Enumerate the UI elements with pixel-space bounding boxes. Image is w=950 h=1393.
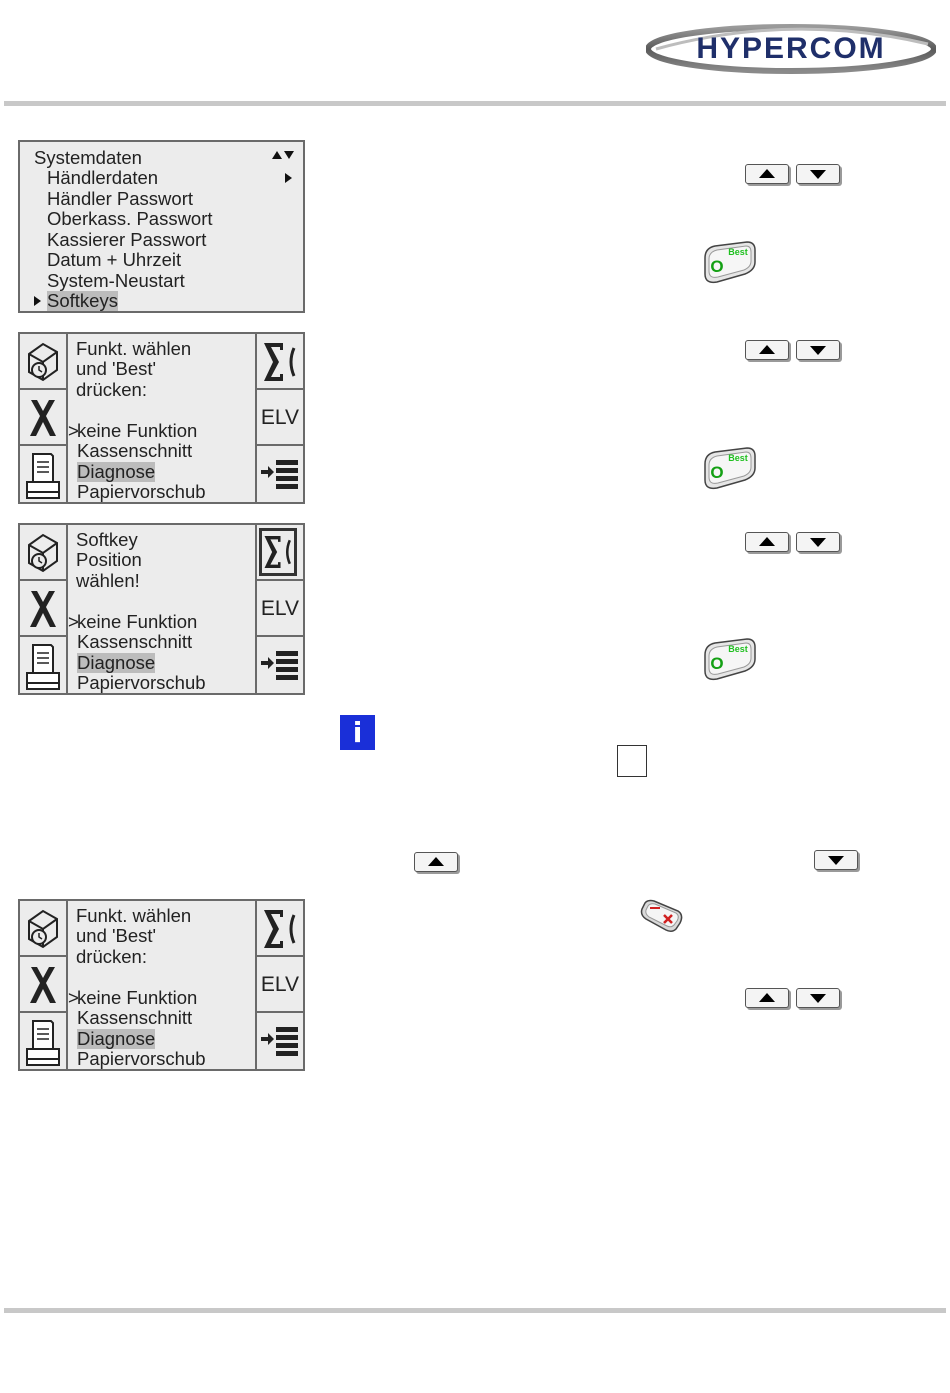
paper-feed-icon — [261, 460, 298, 489]
menu-item[interactable]: Händlerdaten — [47, 167, 159, 188]
terminal-icon — [28, 909, 58, 949]
best-symbol: O — [710, 463, 723, 482]
best-label: Best — [728, 247, 748, 257]
submenu-arrow-icon — [285, 173, 292, 183]
sum-sigma-icon — [264, 343, 296, 381]
best-confirm-key[interactable]: Best O — [701, 637, 757, 683]
hypercom-logo: HYPERCOM — [646, 24, 936, 74]
arrow-down-icon — [810, 170, 826, 179]
paper-feed-icon — [261, 651, 298, 680]
arrow-up-icon — [759, 993, 775, 1002]
elv-label: ELV — [260, 973, 300, 996]
arrow-down-key[interactable] — [796, 988, 840, 1008]
option-cursor-icon: > — [68, 987, 79, 1008]
option-item[interactable]: Kassenschnitt — [77, 1007, 193, 1028]
option-item[interactable]: Kassenschnitt — [77, 631, 193, 652]
prompt-line: und 'Best' — [76, 358, 157, 379]
best-label: Best — [728, 644, 748, 654]
terminal-icon — [28, 533, 58, 573]
prompt-line: wählen! — [76, 570, 140, 591]
menu-item[interactable]: Oberkass. Passwort — [47, 208, 213, 229]
sum-sigma-icon — [264, 536, 291, 568]
elv-label: ELV — [260, 597, 300, 620]
softkey-placeholder-box — [617, 745, 647, 777]
arrow-down-icon — [810, 538, 826, 547]
cancel-x-icon — [30, 591, 56, 627]
prompt-line: Position — [76, 549, 142, 570]
cancel-x-icon — [30, 400, 56, 436]
option-item-selected[interactable]: Diagnose — [77, 652, 156, 673]
arrow-up-key[interactable] — [745, 340, 789, 360]
sum-sigma-icon — [264, 910, 296, 948]
receipt-printer-icon — [26, 1020, 60, 1066]
logo-text: HYPERCOM — [696, 32, 885, 65]
prompt-line: Funkt. wählen — [76, 905, 192, 926]
arrow-down-icon — [810, 994, 826, 1003]
menu-item-selected[interactable]: Softkeys — [47, 290, 118, 311]
arrow-up-key[interactable] — [745, 988, 789, 1008]
lcd-softkey-function-select: Funkt. wählen und 'Best' drücken: > kein… — [18, 332, 305, 504]
prompt-line: Funkt. wählen — [76, 338, 192, 359]
cancel-x-icon — [663, 914, 673, 924]
arrow-up-key[interactable] — [414, 852, 458, 872]
cancel-key[interactable] — [640, 895, 684, 935]
receipt-printer-icon — [26, 644, 60, 690]
menu-item[interactable]: Datum + Uhrzeit — [47, 249, 182, 270]
prompt-line: drücken: — [76, 946, 147, 967]
best-symbol: O — [710, 257, 723, 276]
option-item[interactable]: keine Funktion — [77, 420, 198, 441]
arrow-up-icon — [759, 537, 775, 546]
info-icon: i — [340, 715, 375, 750]
option-item[interactable]: keine Funktion — [77, 611, 198, 632]
option-item[interactable]: keine Funktion — [77, 987, 198, 1008]
option-cursor-icon: > — [68, 611, 79, 632]
selected-softkey-frame[interactable] — [259, 528, 297, 576]
lcd-systemdaten-menu: Systemdaten Händlerdaten Händler Passwor… — [18, 140, 305, 313]
terminal-icon — [28, 342, 58, 382]
arrow-up-icon — [759, 345, 775, 354]
receipt-printer-icon — [26, 453, 60, 499]
prompt-line: drücken: — [76, 379, 147, 400]
arrow-down-key[interactable] — [814, 850, 858, 870]
lcd-softkey-function-select-2: Funkt. wählen und 'Best' drücken: > kein… — [18, 899, 305, 1071]
arrow-up-icon — [759, 169, 775, 178]
scroll-up-down-icon — [272, 151, 294, 159]
arrow-down-key[interactable] — [796, 340, 840, 360]
arrow-down-icon — [828, 856, 844, 865]
best-confirm-key[interactable]: Best O — [701, 446, 757, 492]
menu-item[interactable]: Händler Passwort — [47, 188, 194, 209]
arrow-down-key[interactable] — [796, 164, 840, 184]
option-item-selected[interactable]: Diagnose — [77, 1028, 156, 1049]
arrow-down-icon — [810, 346, 826, 355]
lcd-softkey-position-select: Softkey Position wählen! > keine Funktio… — [18, 523, 305, 695]
option-item[interactable]: Papiervorschub — [77, 1048, 206, 1069]
arrow-down-key[interactable] — [796, 532, 840, 552]
menu-item[interactable]: System-Neustart — [47, 270, 185, 291]
option-item[interactable]: Papiervorschub — [77, 672, 206, 693]
arrow-up-icon — [428, 857, 444, 866]
menu-title: Systemdaten — [34, 147, 142, 168]
bottom-rule — [4, 1308, 946, 1313]
option-item-selected[interactable]: Diagnose — [77, 461, 156, 482]
selection-cursor-icon — [34, 296, 41, 306]
best-confirm-key[interactable]: Best O — [701, 240, 757, 286]
best-label: Best — [728, 453, 748, 463]
option-cursor-icon: > — [68, 420, 79, 441]
elv-label: ELV — [260, 406, 300, 429]
best-symbol: O — [710, 654, 723, 673]
arrow-up-key[interactable] — [745, 164, 789, 184]
prompt-line: Softkey — [76, 529, 138, 550]
prompt-line: und 'Best' — [76, 925, 157, 946]
option-item[interactable]: Kassenschnitt — [77, 440, 193, 461]
arrow-up-key[interactable] — [745, 532, 789, 552]
paper-feed-icon — [261, 1027, 298, 1056]
cancel-x-icon — [30, 967, 56, 1003]
menu-item[interactable]: Kassierer Passwort — [47, 229, 207, 250]
top-rule — [4, 101, 946, 106]
option-item[interactable]: Papiervorschub — [77, 481, 206, 502]
